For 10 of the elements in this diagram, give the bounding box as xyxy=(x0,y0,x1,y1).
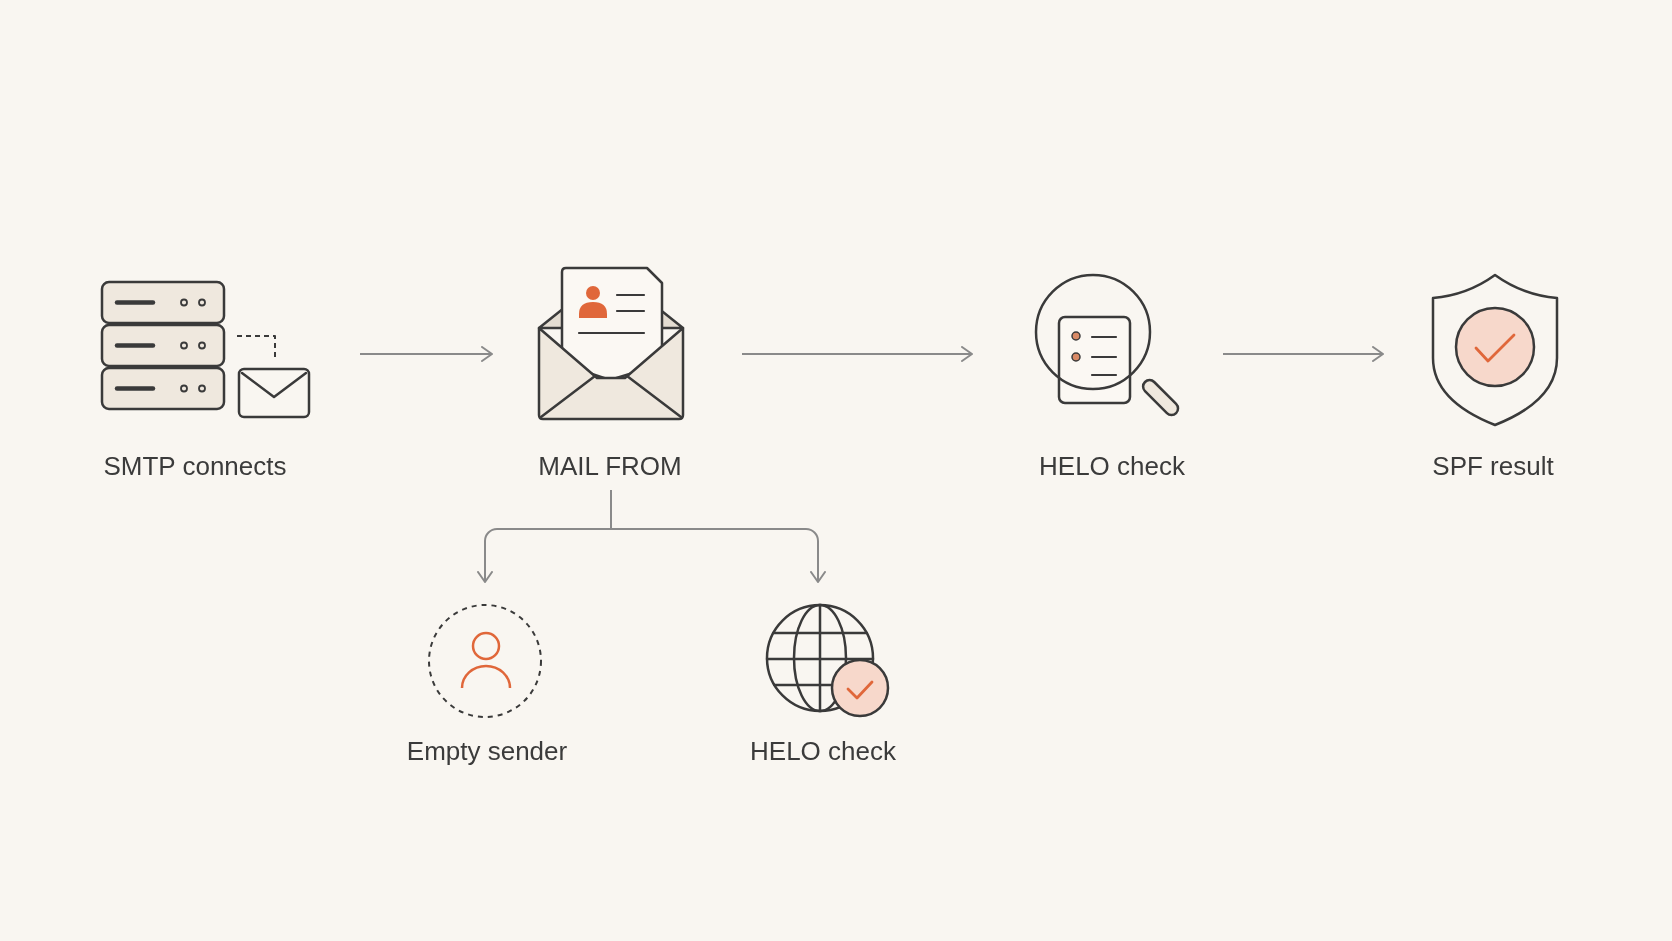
node-label: SMTP connects xyxy=(103,451,287,481)
node-label: MAIL FROM xyxy=(538,451,682,481)
arrow xyxy=(741,346,973,362)
arrow xyxy=(359,346,493,362)
node-label: SPF result xyxy=(1432,451,1554,481)
arrow xyxy=(1222,346,1384,362)
node-label: HELO check xyxy=(1039,451,1185,481)
node-label: HELO check xyxy=(750,736,896,766)
arrow xyxy=(610,489,826,583)
node-label: Empty sender xyxy=(406,736,568,766)
